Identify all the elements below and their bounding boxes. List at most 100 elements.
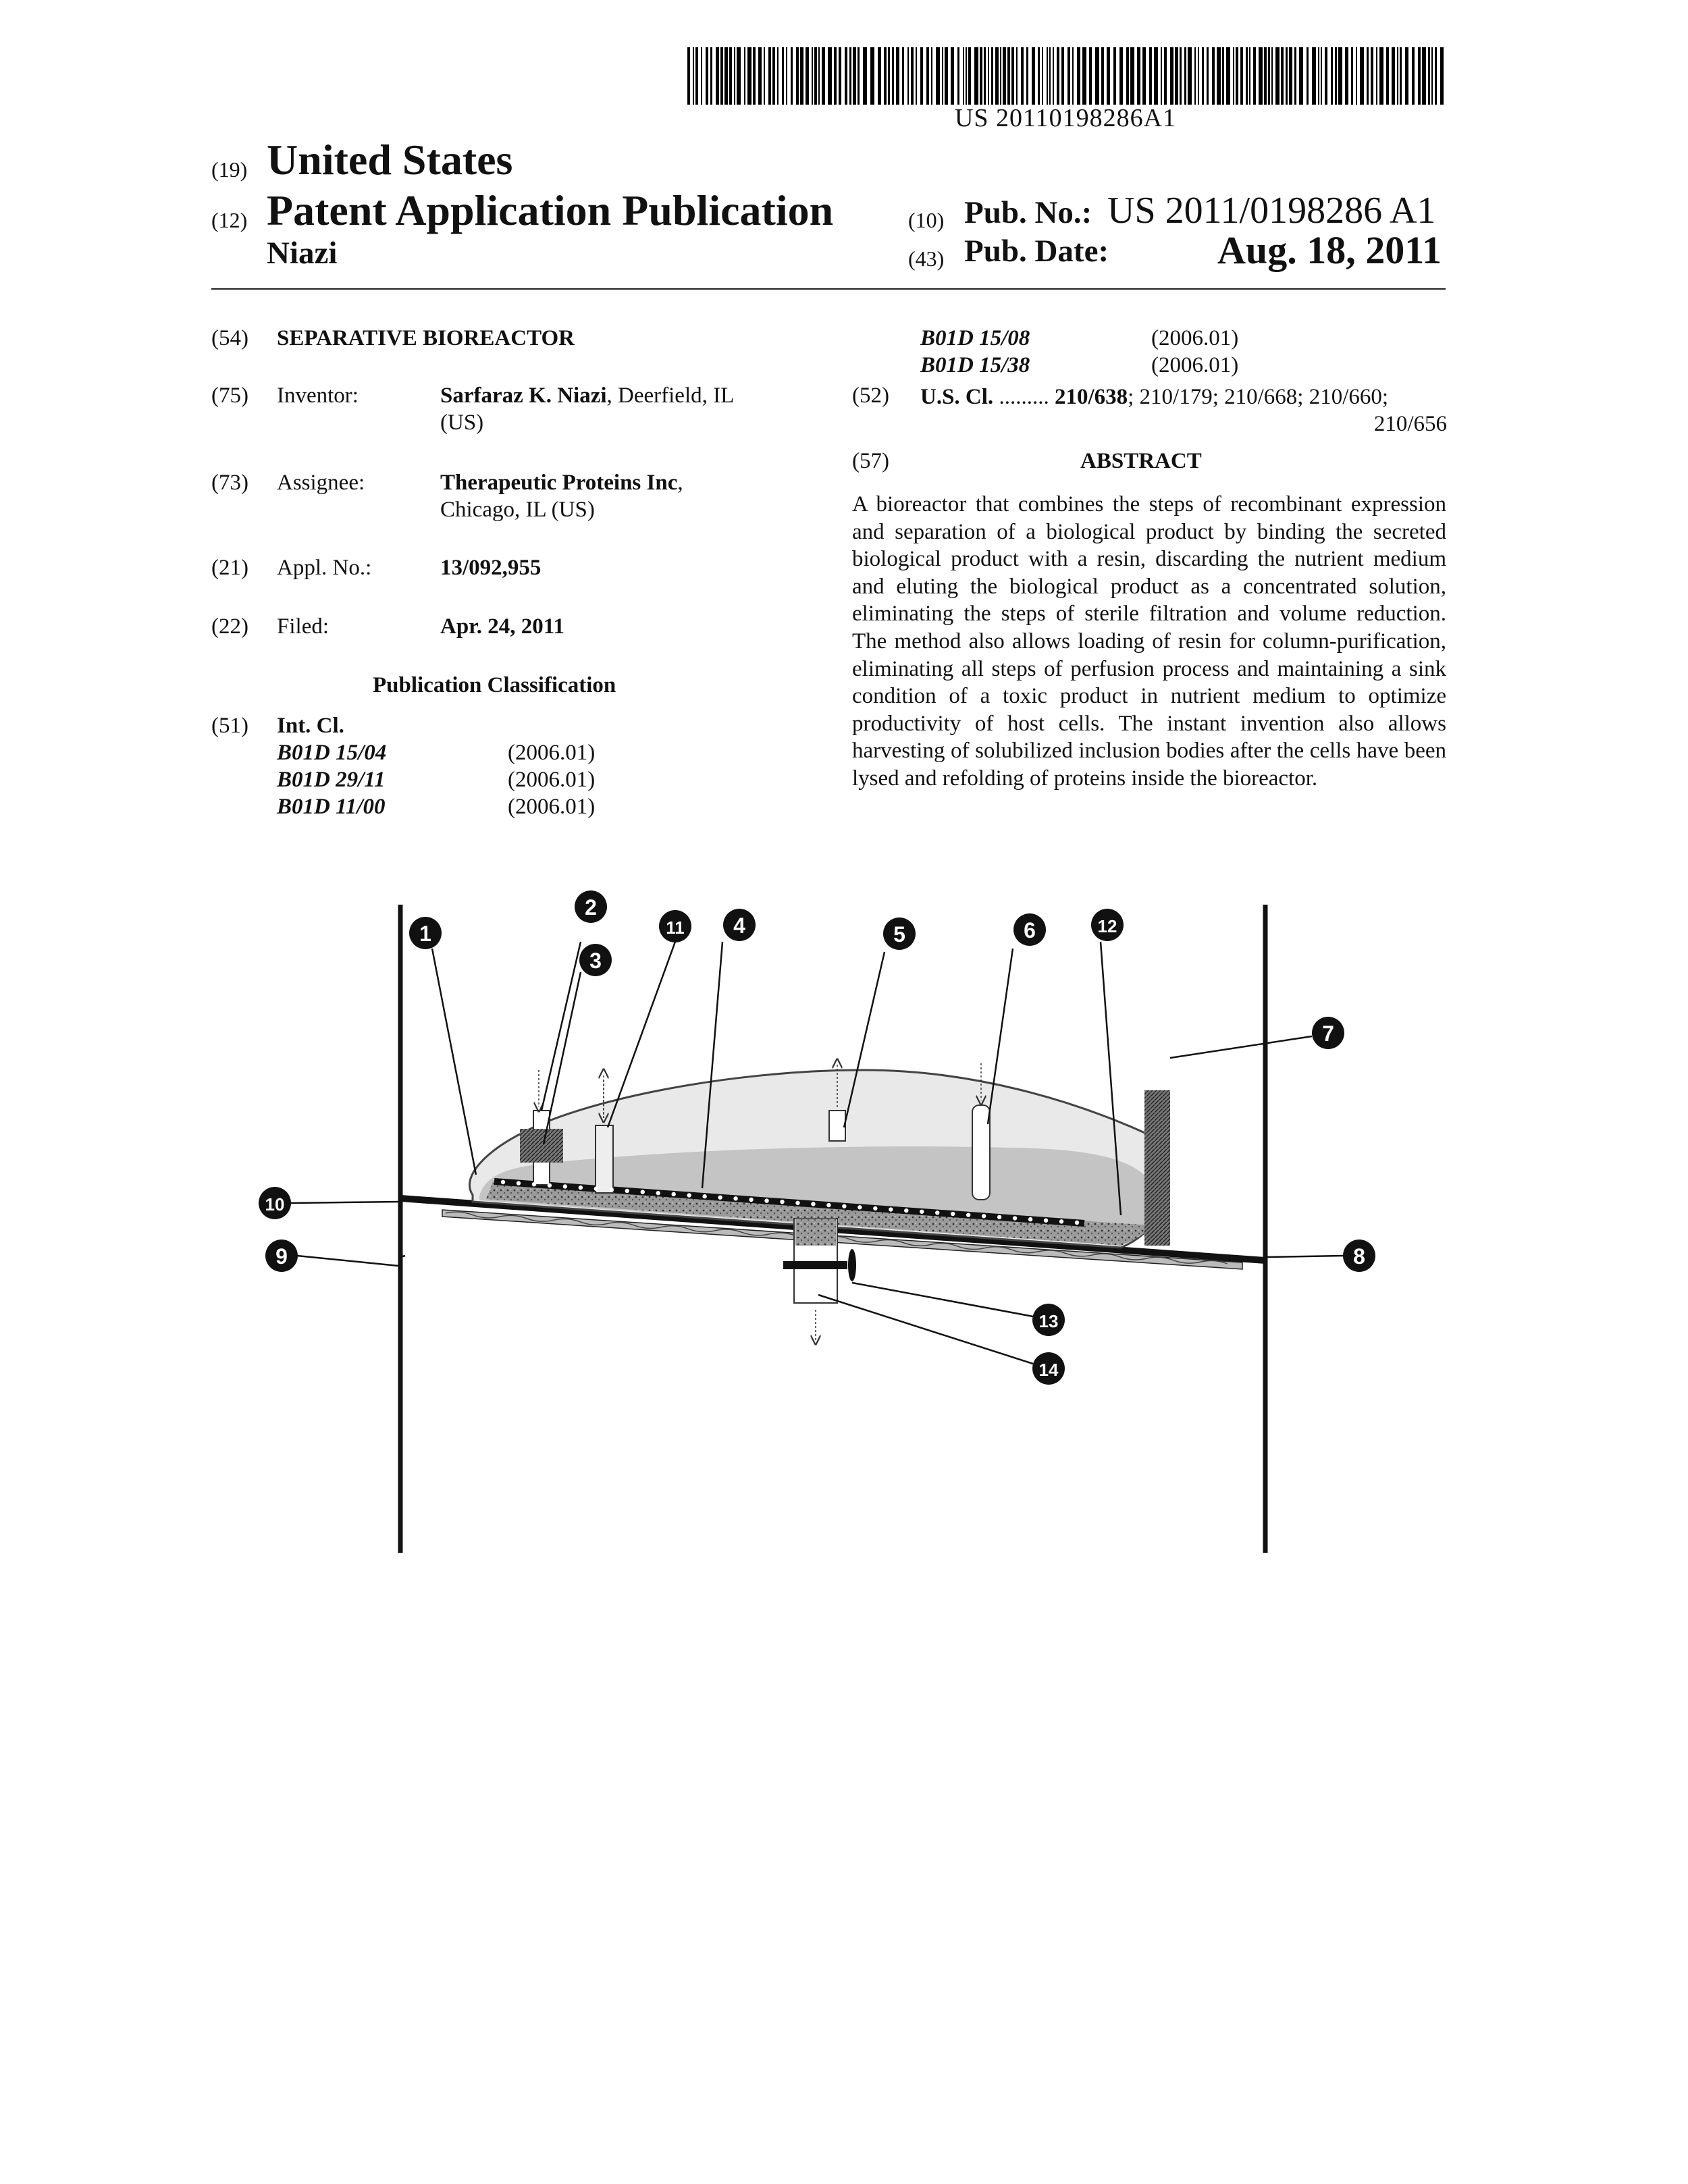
- intcl-class: B01D 15/08: [920, 326, 1030, 350]
- barcode-bar: [1072, 47, 1074, 105]
- barcode-bar: [716, 47, 719, 105]
- intcl-class: B01D 15/04: [277, 741, 387, 765]
- intcl-class: B01D 29/11: [277, 768, 386, 792]
- inventor-location: , Deerfield, IL: [606, 383, 735, 408]
- barcode-bar: [966, 47, 967, 105]
- barcode-bar: [747, 47, 751, 105]
- barcode-bar: [706, 47, 708, 105]
- barcode-bar: [1053, 47, 1054, 105]
- barcode-bar: [1268, 47, 1270, 105]
- barcode-bar: [974, 47, 978, 105]
- barcode-bar: [1392, 47, 1395, 105]
- barcode-bar: [1286, 47, 1288, 105]
- uscl-dots: .........: [999, 385, 1049, 409]
- barcode-bar: [1338, 47, 1342, 105]
- sterile-filter: [520, 1129, 563, 1163]
- uscl-field: U.S. Cl. ......... 210/638; 210/179; 210…: [920, 383, 1447, 437]
- barcode-bar: [1202, 47, 1204, 105]
- barcode-bar: [1222, 47, 1224, 105]
- intcl-class: B01D 15/38: [920, 353, 1030, 377]
- barcode-bar: [858, 47, 860, 105]
- callout-label: 13: [1039, 1311, 1059, 1331]
- callout-marker: [1032, 1352, 1065, 1385]
- barcode-bar: [931, 47, 932, 105]
- membrane-pore: [780, 1199, 785, 1204]
- membrane-pore: [826, 1202, 831, 1208]
- membrane-pore: [951, 1211, 955, 1217]
- membrane-pore: [889, 1207, 893, 1212]
- patent-title: SEPARATIVE BIOREACTOR: [277, 326, 575, 350]
- header-rule: [211, 288, 1446, 290]
- barcode-bar: [926, 47, 929, 105]
- rocker-post: [1144, 1090, 1170, 1246]
- barcode-bar: [818, 47, 820, 105]
- callout-label: 4: [733, 913, 745, 938]
- barcode-bar: [758, 47, 762, 105]
- callout-marker: [659, 910, 691, 942]
- barcode-bar: [791, 47, 793, 105]
- barcode-bar: [1101, 47, 1104, 105]
- membrane-pore: [811, 1202, 816, 1206]
- barcode-bar: [1325, 47, 1327, 105]
- barcode-bar: [772, 47, 775, 105]
- barcode-bar: [1275, 47, 1280, 105]
- barcode-bar: [724, 47, 728, 105]
- callout-marker: [1343, 1240, 1375, 1272]
- membrane-pore: [733, 1196, 738, 1201]
- membrane-pore: [500, 1179, 506, 1185]
- barcode-bar: [1016, 47, 1018, 105]
- barcode-bar: [1233, 47, 1234, 105]
- membrane-pore: [609, 1188, 614, 1192]
- barcode-bar: [1360, 47, 1364, 105]
- barcode-bar: [870, 47, 874, 105]
- intcl-version: (2006.01): [508, 768, 596, 792]
- barcode-bar: [1422, 47, 1426, 105]
- callout-label: 7: [1322, 1021, 1334, 1046]
- barcode-bar: [853, 47, 856, 105]
- barcode-bar: [1154, 47, 1158, 105]
- membrane-pore: [562, 1184, 568, 1189]
- barcode-bar: [942, 47, 943, 105]
- barcode-number: US 20110198286A1: [954, 104, 1177, 132]
- barcode-bar: [693, 47, 694, 105]
- barcode-bar: [1119, 47, 1123, 105]
- pub-class-heading: Publication Classification: [373, 673, 616, 697]
- barcode-bar: [911, 47, 914, 105]
- barcode-bar: [1077, 47, 1080, 105]
- membrane-pore: [594, 1186, 599, 1191]
- barcode-bar: [1137, 47, 1140, 105]
- barcode-bar: [812, 47, 813, 105]
- barcode-bar: [734, 47, 735, 105]
- barcode-bar: [1431, 47, 1433, 105]
- barcode-bar: [1379, 47, 1383, 105]
- barcode-bar: [892, 47, 894, 105]
- barcode-bar: [744, 47, 745, 105]
- callout-label: 5: [893, 922, 905, 947]
- inventor-name: Sarfaraz K. Niazi: [440, 383, 607, 408]
- intcl-version: (2006.01): [508, 795, 596, 819]
- membrane-pore: [935, 1210, 940, 1215]
- filed-date: Apr. 24, 2011: [440, 614, 564, 639]
- callout-marker: [1032, 1304, 1065, 1336]
- pub-date-code: (43): [908, 246, 945, 271]
- barcode-bar: [1246, 47, 1248, 105]
- barcode-bar: [1440, 47, 1444, 105]
- barcode-bar: [1226, 47, 1230, 105]
- inventor-label: Inventor:: [277, 383, 359, 408]
- barcode-bar: [1130, 47, 1134, 105]
- membrane-pore: [842, 1204, 847, 1208]
- barcode-bar: [1400, 47, 1402, 105]
- barcode-bar: [1240, 47, 1243, 105]
- membrane-pore: [625, 1188, 629, 1194]
- uscl-code: (52): [852, 383, 889, 408]
- barcode-bar: [777, 47, 779, 105]
- abstract-heading: ABSTRACT: [1080, 449, 1202, 473]
- barcode-bar: [1386, 47, 1389, 105]
- barcode-bar: [884, 47, 887, 105]
- barcode-bar: [1289, 47, 1292, 105]
- barcode-bar: [1026, 47, 1028, 105]
- barcode-bar: [991, 47, 993, 105]
- barcode-bar: [1435, 47, 1437, 105]
- uscl-rest2: 210/656: [1373, 412, 1447, 436]
- title-code: (54): [211, 326, 248, 350]
